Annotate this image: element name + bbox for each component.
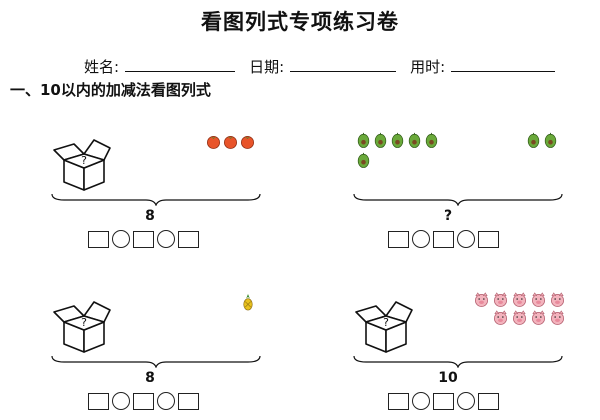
- name-blank[interactable]: [125, 57, 236, 72]
- avocado-icon: [391, 132, 404, 148]
- operator-circle[interactable]: [157, 230, 175, 248]
- avocado-icon: [374, 132, 387, 148]
- fruit-group: [468, 292, 566, 325]
- answer-square[interactable]: [388, 230, 409, 248]
- mystery-box-icon: ?: [53, 301, 111, 353]
- problem-3: ? 8: [50, 290, 320, 420]
- answer-square[interactable]: [178, 230, 199, 248]
- total-label: 8: [145, 208, 155, 224]
- problem-4: ? 10: [352, 290, 600, 420]
- avocado-icon: [425, 132, 438, 148]
- fruit-group: [242, 294, 262, 311]
- pig-icon: [532, 310, 545, 325]
- avocado-icon: [357, 132, 370, 148]
- student-info-row: 姓名: 日期: 用时:: [84, 56, 563, 77]
- pineapple-icon: [243, 294, 253, 311]
- avocado-icon: [527, 132, 540, 148]
- answer-square[interactable]: [133, 230, 154, 248]
- answer-boxes: [388, 230, 499, 248]
- brace-icon: [51, 193, 261, 206]
- answer-square[interactable]: [88, 392, 109, 410]
- tomato-icon: [207, 135, 220, 149]
- pig-icon: [551, 310, 564, 325]
- pig-icon: [494, 292, 507, 307]
- answer-square[interactable]: [433, 392, 454, 410]
- brace-icon: [353, 355, 563, 368]
- operator-circle[interactable]: [112, 230, 130, 248]
- svg-text:?: ?: [81, 154, 87, 167]
- avocado-icon: [408, 132, 421, 148]
- mystery-box-icon: ?: [355, 301, 413, 353]
- name-label: 姓名:: [84, 58, 120, 76]
- operator-circle[interactable]: [412, 392, 430, 410]
- answer-boxes: [388, 392, 499, 410]
- brace-icon: [51, 355, 261, 368]
- time-label: 用时:: [410, 58, 446, 76]
- operator-circle[interactable]: [457, 392, 475, 410]
- fruit-group-right: [526, 132, 566, 148]
- problem-1: ? 8: [50, 130, 320, 260]
- pig-icon: [551, 292, 564, 307]
- problem-2: ?: [352, 130, 600, 260]
- tomato-icon: [241, 135, 254, 149]
- pig-icon: [513, 310, 526, 325]
- avocado-icon: [357, 152, 370, 168]
- pig-icon: [475, 292, 488, 307]
- fruit-group: [206, 134, 266, 149]
- answer-square[interactable]: [478, 230, 499, 248]
- time-blank[interactable]: [451, 57, 556, 72]
- pig-icon: [532, 292, 545, 307]
- total-label: 10: [438, 370, 458, 386]
- total-label: 8: [145, 370, 155, 386]
- answer-square[interactable]: [478, 392, 499, 410]
- answer-square[interactable]: [388, 392, 409, 410]
- pig-icon: [513, 292, 526, 307]
- tomato-icon: [224, 135, 237, 149]
- operator-circle[interactable]: [157, 392, 175, 410]
- answer-boxes: [88, 230, 199, 248]
- fruit-group-left: [356, 132, 448, 168]
- answer-square[interactable]: [133, 392, 154, 410]
- date-label: 日期:: [249, 58, 285, 76]
- total-label: ?: [443, 208, 453, 224]
- answer-boxes: [88, 392, 199, 410]
- operator-circle[interactable]: [457, 230, 475, 248]
- brace-icon: [353, 193, 563, 206]
- operator-circle[interactable]: [112, 392, 130, 410]
- avocado-icon: [544, 132, 557, 148]
- section-heading: 一、10以内的加减法看图列式: [10, 81, 211, 99]
- answer-square[interactable]: [88, 230, 109, 248]
- operator-circle[interactable]: [412, 230, 430, 248]
- svg-text:?: ?: [81, 316, 87, 329]
- answer-square[interactable]: [433, 230, 454, 248]
- date-blank[interactable]: [290, 57, 397, 72]
- answer-square[interactable]: [178, 392, 199, 410]
- pig-icon: [494, 310, 507, 325]
- svg-text:?: ?: [383, 316, 389, 329]
- worksheet-title: 看图列式专项练习卷: [201, 10, 399, 34]
- mystery-box-icon: ?: [53, 139, 111, 191]
